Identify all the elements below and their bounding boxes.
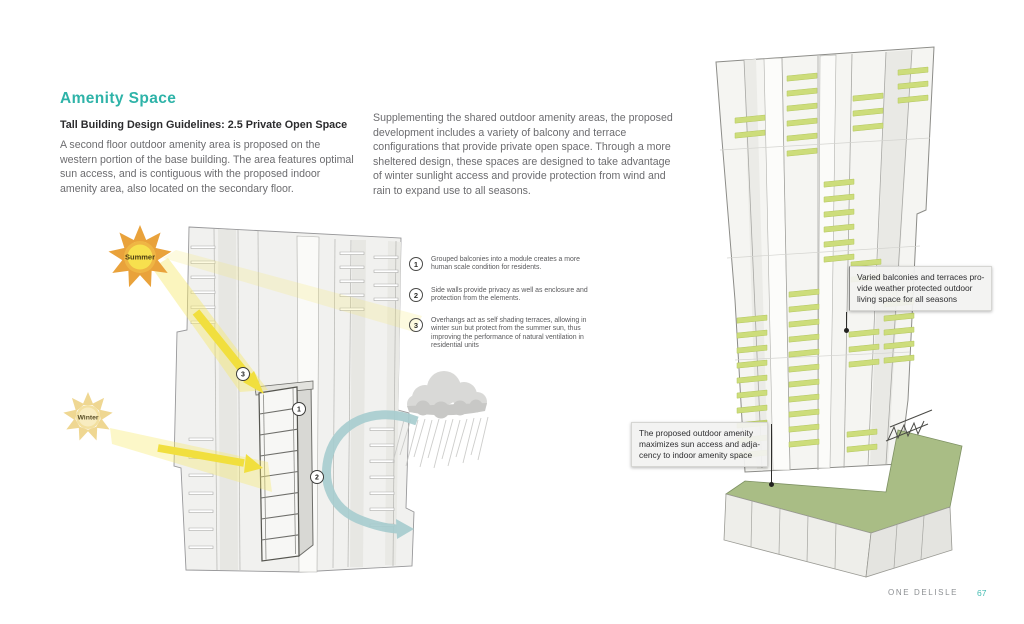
callout-balconies-dot	[844, 328, 849, 333]
rain-lines	[392, 416, 489, 469]
tower-rendering	[715, 46, 963, 578]
callout-amenity: The proposed outdoor amenity maximizes s…	[631, 422, 769, 467]
winter-sun-label: Winter	[77, 415, 98, 422]
annotation-text: Grouped balconies into a module creates …	[431, 256, 580, 272]
winter-sun-icon: Winter	[63, 392, 113, 441]
annotation-text: Overhangs act as self shading terraces, …	[431, 317, 587, 349]
callout-balconies-leader	[846, 312, 848, 330]
callout-amenity-leader	[771, 424, 773, 484]
summer-sun-label: Summer	[125, 253, 155, 262]
section-subtitle: Tall Building Design Guidelines: 2.5 Pri…	[60, 119, 348, 131]
page-title: Amenity Space	[60, 90, 177, 107]
annotation-item-1: 1 Grouped balconies into a module create…	[409, 256, 599, 273]
supplement-paragraph: Supplementing the shared outdoor amenity…	[373, 112, 673, 197]
annotation-item-3: 3 Overhangs act as self shading terraces…	[409, 317, 599, 350]
diagram-markers: 3 1 2	[236, 367, 324, 484]
annotation-number: 1	[409, 257, 423, 271]
wind-arrow-icon	[322, 410, 419, 539]
annotation-number: 2	[409, 288, 423, 302]
amenity-diagram: Summer Winter	[63, 225, 489, 573]
callout-balconies: Varied balconies and terraces pro- vide …	[849, 266, 993, 311]
marker-3: 3	[236, 367, 250, 381]
svg-text:1: 1	[297, 407, 301, 414]
rain-cloud-icon	[407, 371, 487, 419]
marker-1: 1	[292, 402, 306, 416]
annotation-item-2: 2 Side walls provide privacy as well as …	[409, 287, 599, 304]
annotation-text: Side walls provide privacy as well as en…	[431, 287, 588, 303]
marker-2: 2	[310, 470, 324, 484]
balcony-module	[254, 380, 314, 562]
callout-amenity-dot	[769, 482, 774, 487]
winter-sunbeam	[110, 428, 272, 492]
intro-paragraph: A second floor outdoor amenity area is p…	[60, 139, 354, 195]
svg-text:2: 2	[315, 475, 319, 482]
summer-sun-icon: Summer	[108, 225, 172, 288]
annotation-number: 3	[409, 318, 423, 332]
deck-railing	[885, 409, 933, 442]
footer-page-number: 67	[977, 588, 987, 598]
podium-deck	[723, 409, 963, 578]
svg-text:3: 3	[241, 372, 245, 379]
footer-brand: ONE DELISLE	[888, 588, 959, 597]
